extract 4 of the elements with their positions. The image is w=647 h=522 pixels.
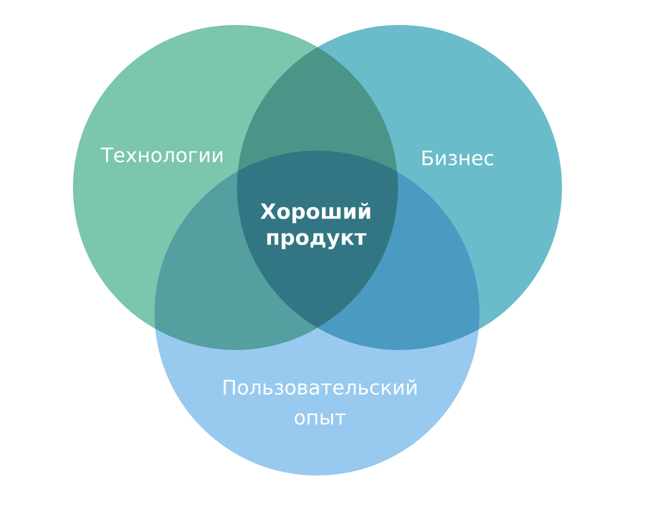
region-label: Хороший продукт — [260, 202, 370, 250]
circle-label: Технологии — [100, 148, 222, 162]
circle-label: Бизнес — [422, 150, 494, 166]
circle-label: Пользовательский опыт — [224, 379, 416, 425]
